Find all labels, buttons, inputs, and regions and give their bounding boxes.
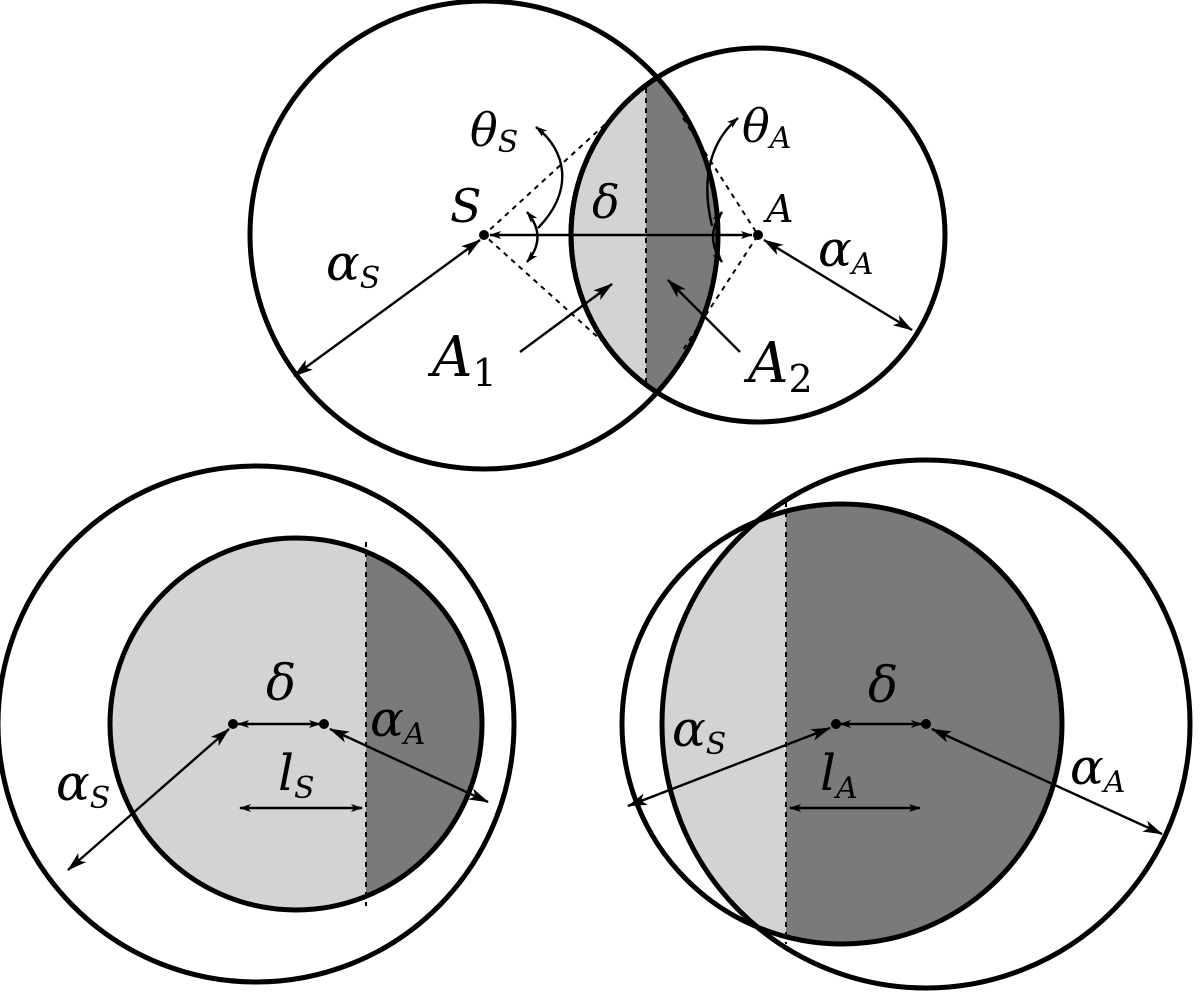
alpha-s-arrow-top <box>293 239 481 377</box>
alpha-a-label-right: αA <box>1070 738 1125 800</box>
area-1-label: A1 <box>427 325 497 395</box>
alpha-a-arrow-left <box>329 727 489 804</box>
point-s-dot-right <box>831 719 841 729</box>
alpha-s-arrow-right <box>627 726 831 808</box>
point-a-dot-right <box>921 719 931 729</box>
panel-left: δ αA αS lS <box>0 463 517 985</box>
area-2-label: A2 <box>743 331 813 401</box>
panel-right: δ αS αA lA <box>619 457 1193 991</box>
alpha-s-label-left: αS <box>56 754 110 816</box>
point-a-dot <box>753 230 763 240</box>
theta-a-label: θA <box>742 99 791 156</box>
lens-shading-top <box>571 48 718 422</box>
theta-s-arc <box>526 211 539 263</box>
outer-circle-right <box>659 457 1193 991</box>
l-s-label: lS <box>278 744 315 806</box>
point-s-dot-left <box>228 719 238 729</box>
point-a-label: A <box>763 187 793 231</box>
alpha-a-label-left: αA <box>370 690 425 752</box>
alpha-s-label-top: αS <box>326 234 380 296</box>
delta-label-top: δ <box>592 175 620 229</box>
outer-circle-left <box>0 463 517 985</box>
point-s-label: S <box>450 179 482 233</box>
point-a-dot-left <box>319 719 329 729</box>
inner-circle-right <box>619 501 1065 947</box>
delta-label-left: δ <box>266 654 296 712</box>
alpha-a-arrow-top <box>763 238 913 332</box>
theta-s-label: θS <box>470 103 518 160</box>
alpha-a-label-top: αA <box>818 220 873 282</box>
inner-circle-left <box>107 535 485 913</box>
lens-region-a2 <box>646 48 718 422</box>
theta-a-pointer <box>706 117 739 227</box>
l-a-label: lA <box>820 744 858 806</box>
theta-a-arc <box>711 211 723 263</box>
panel-top: θS θA S A δ αS αA A1 A2 <box>247 0 948 472</box>
delta-label-right: δ <box>868 656 898 714</box>
alpha-a-arrow-right <box>931 727 1163 836</box>
a1-pointer <box>519 283 613 353</box>
alpha-s-arrow-left <box>67 728 230 871</box>
alpha-s-label-right: αS <box>672 700 726 762</box>
a2-pointer <box>667 279 741 353</box>
angle-lines-a <box>682 117 760 351</box>
point-s-dot <box>479 230 489 240</box>
theta-s-pointer <box>535 126 564 229</box>
